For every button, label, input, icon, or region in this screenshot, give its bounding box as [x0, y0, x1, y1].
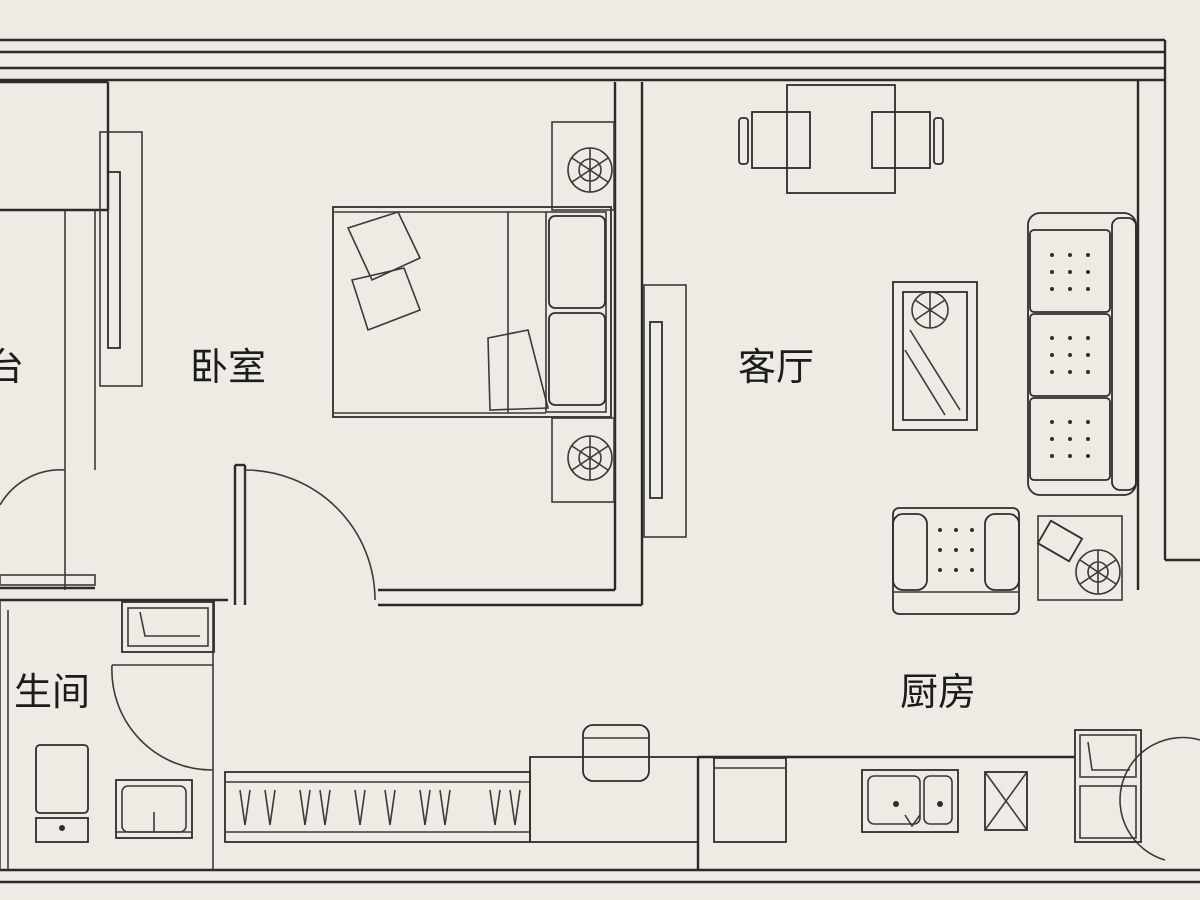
side-table: [1036, 515, 1123, 601]
storage-cabinet: [224, 771, 531, 843]
room-label-kitchen: 厨房: [900, 672, 976, 714]
coffee-table: [892, 281, 978, 431]
three-seat-sofa: [1027, 212, 1137, 496]
nightstand-bottom: [551, 417, 615, 503]
refrigerator: [713, 757, 787, 843]
room-label-living-room: 客厅: [738, 347, 814, 389]
bedroom-tv-cabinet: [99, 131, 143, 387]
living-tv-cabinet: [643, 284, 687, 538]
room-label-bedroom: 卧室: [190, 347, 266, 389]
interior-walls: [0, 80, 644, 870]
outer-walls: [0, 38, 1200, 884]
kitchen-counter: [529, 724, 1075, 870]
armchair: [892, 507, 1020, 615]
double-bed: [332, 206, 612, 418]
wash-basin: [115, 779, 193, 839]
room-label-balcony: 台: [0, 347, 24, 389]
cooktop: [984, 771, 1028, 831]
kitchen-sink: [861, 769, 959, 833]
kitchen-appliance-stack: [1074, 729, 1142, 843]
nightstand-top: [551, 121, 615, 211]
room-label-bathroom: 生间: [14, 672, 90, 714]
bathroom-washer: [121, 601, 215, 653]
toilet: [35, 744, 89, 843]
doors: [0, 469, 1200, 861]
dining-table: [738, 84, 944, 194]
